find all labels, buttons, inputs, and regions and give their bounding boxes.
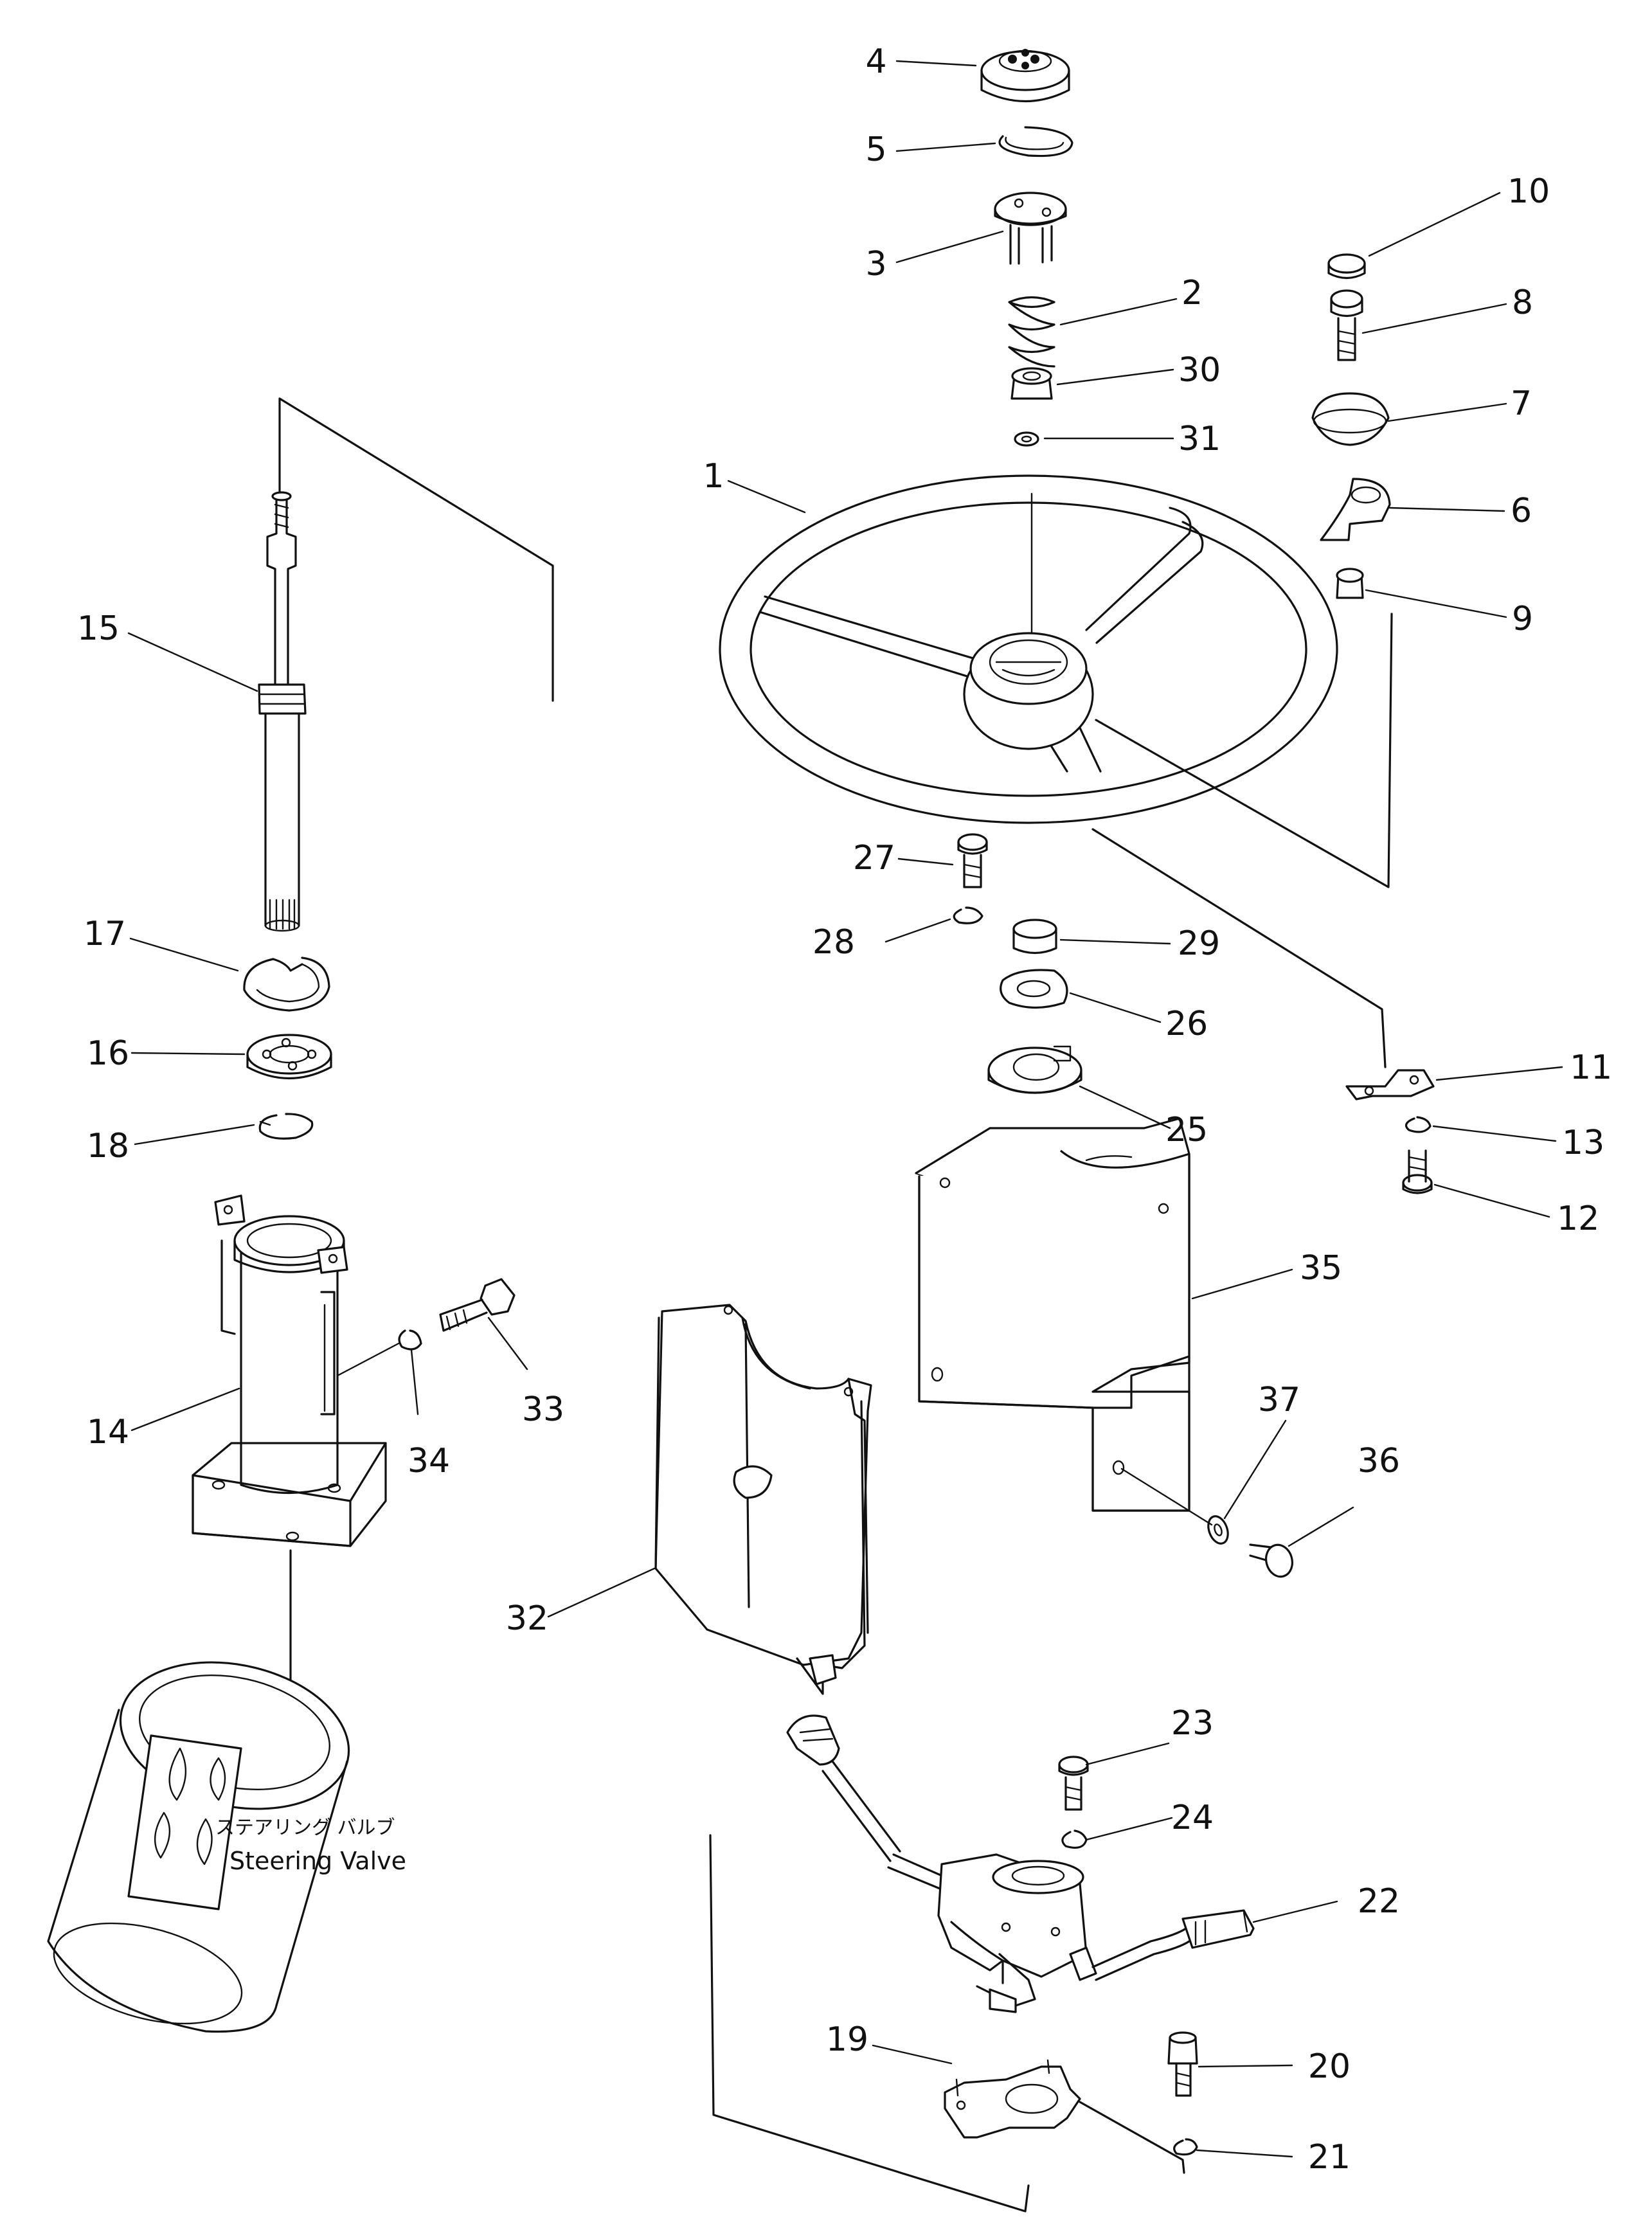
part-label-20: 20 [1308, 2047, 1351, 2086]
part-label-18: 18 [87, 1127, 129, 1165]
horn-cap [980, 49, 1070, 102]
screw-12 [1402, 1149, 1433, 1194]
part-label-9: 9 [1512, 600, 1533, 638]
valve-caption-english: Steering Valve [229, 1847, 406, 1875]
washer-31 [1014, 431, 1039, 447]
part-label-19: 19 [826, 2020, 868, 2059]
screw-27 [957, 833, 988, 888]
part-label-36: 36 [1358, 1442, 1400, 1480]
snap-ring-5 [998, 126, 1073, 157]
part-label-28: 28 [813, 923, 855, 962]
part-label-8: 8 [1512, 283, 1533, 322]
washer-24 [1061, 1829, 1088, 1849]
cover-32 [654, 1304, 872, 1695]
shaft-15 [258, 491, 307, 932]
part-label-37: 37 [1258, 1381, 1300, 1419]
part-label-6: 6 [1511, 492, 1532, 530]
steering-valve [47, 1661, 350, 2033]
part-label-12: 12 [1557, 1199, 1599, 1238]
plate-19 [944, 2059, 1081, 2139]
washer-28 [953, 906, 983, 924]
boss-25 [987, 1045, 1082, 1094]
part-label-2: 2 [1181, 274, 1203, 312]
washer-37 [1207, 1515, 1229, 1545]
bracket-connection-line [1091, 828, 1387, 1068]
screw-23 [1058, 1756, 1089, 1811]
bolt-33 [439, 1278, 516, 1332]
knob-connection-line [1095, 613, 1393, 888]
part-label-4: 4 [865, 42, 886, 81]
nut-9 [1336, 568, 1364, 599]
part-label-11: 11 [1570, 1048, 1612, 1087]
part-label-30: 30 [1178, 351, 1221, 390]
part-label-5: 5 [865, 130, 886, 169]
part-label-31: 31 [1178, 420, 1221, 458]
part-label-13: 13 [1562, 1124, 1604, 1162]
bearing-16 [246, 1034, 332, 1080]
part-label-29: 29 [1178, 924, 1220, 963]
part-label-10: 10 [1507, 172, 1550, 211]
bolt-20 [1167, 2031, 1198, 2097]
cap-10 [1327, 253, 1366, 280]
cover-35 [915, 1117, 1190, 1512]
part-label-24: 24 [1171, 1799, 1214, 1837]
washer-34 [398, 1329, 422, 1351]
part-label-33: 33 [522, 1390, 564, 1429]
cover-washer-line [1120, 1468, 1213, 1526]
part-label-22: 22 [1358, 1882, 1400, 1921]
washer-13 [1405, 1116, 1432, 1133]
snap-ring-17 [243, 957, 330, 1012]
spring-2 [1008, 296, 1055, 368]
part-label-21: 21 [1308, 2138, 1351, 2177]
part-label-15: 15 [77, 609, 120, 648]
plate-26 [1000, 969, 1068, 1009]
part-label-32: 32 [506, 1599, 548, 1638]
knob-6 [1320, 478, 1391, 541]
switch-connection-line-right [1079, 2101, 1185, 2174]
part-label-23: 23 [1171, 1704, 1214, 1743]
part-label-27: 27 [853, 839, 895, 877]
part-label-16: 16 [87, 1034, 129, 1073]
part-label-14: 14 [87, 1413, 129, 1451]
shaft-connection-line [278, 397, 554, 702]
part-label-35: 35 [1300, 1249, 1342, 1288]
part-labels: 4 5 3 2 30 31 1 10 8 7 6 9 15 17 16 18 2… [77, 42, 1612, 2177]
knob-cap-7 [1311, 392, 1390, 446]
part-label-3: 3 [865, 245, 886, 283]
contact-plate-3 [994, 192, 1067, 265]
screw-8 [1330, 289, 1363, 361]
nut-30 [1010, 367, 1053, 400]
washer-21 [1173, 2138, 1198, 2156]
part-label-25: 25 [1165, 1111, 1208, 1149]
turn-signal-switch-22 [786, 1714, 1255, 2013]
bushing-29 [1012, 919, 1057, 955]
valve-caption-japanese: ステアリング バルブ [215, 1817, 395, 1839]
column-washer-line [336, 1342, 400, 1377]
steering-wheel [719, 474, 1338, 824]
part-label-7: 7 [1511, 384, 1532, 423]
snap-ring-18 [258, 1113, 314, 1140]
switch-connection-line-left [709, 1834, 1030, 2213]
screw-36 [1249, 1543, 1293, 1578]
bracket-11 [1345, 1069, 1435, 1101]
part-label-1: 1 [703, 457, 724, 496]
part-label-17: 17 [84, 915, 126, 953]
part-label-26: 26 [1165, 1005, 1208, 1043]
column-14 [192, 1194, 387, 1547]
leader-lines [127, 60, 1563, 2158]
part-label-34: 34 [408, 1442, 450, 1480]
